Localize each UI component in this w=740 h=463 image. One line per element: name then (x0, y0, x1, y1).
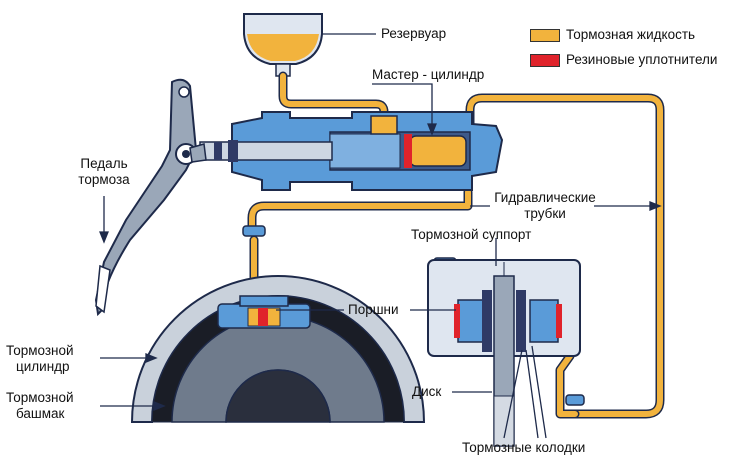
label-caliper: Тормозной суппорт (411, 227, 532, 242)
brake-pedal (94, 78, 207, 317)
disc-brake (427, 259, 581, 447)
legend-swatch-fluid (530, 28, 560, 42)
master-cylinder (199, 111, 504, 191)
legend-label-fluid: Тормозная жидкость (566, 27, 696, 42)
legend-item-seals: Резиновые уплотнители (530, 52, 717, 68)
label-shoe-line1: Тормозной (6, 390, 74, 405)
label-wheel-cylinder-line2: цилиндр (16, 359, 70, 374)
legend-item-fluid: Тормозная жидкость (530, 27, 695, 43)
label-brake-pads: Тормозные колодки (462, 440, 586, 455)
label-pedal-line1: Педаль (80, 156, 128, 171)
label-hydraulic-line2: трубки (524, 206, 566, 221)
label-wheel-cylinder-line1: Тормозной (6, 343, 74, 358)
drum-brake (130, 275, 426, 423)
label-reservoir: Резервуар (381, 26, 447, 41)
legend-swatch-seals (530, 53, 560, 67)
reservoir (243, 13, 323, 77)
callout-lines (99, 33, 662, 439)
label-disc: Диск (412, 384, 442, 399)
label-pedal-line2: тормоза (78, 172, 130, 187)
label-hydraulic-line1: Гидравлические (494, 190, 596, 205)
label-master-cylinder: Мастер - цилиндр (372, 67, 485, 82)
label-shoe-line2: башмак (16, 406, 65, 421)
label-pistons: Поршни (348, 302, 399, 317)
legend-label-seals: Резиновые уплотнители (566, 52, 718, 67)
